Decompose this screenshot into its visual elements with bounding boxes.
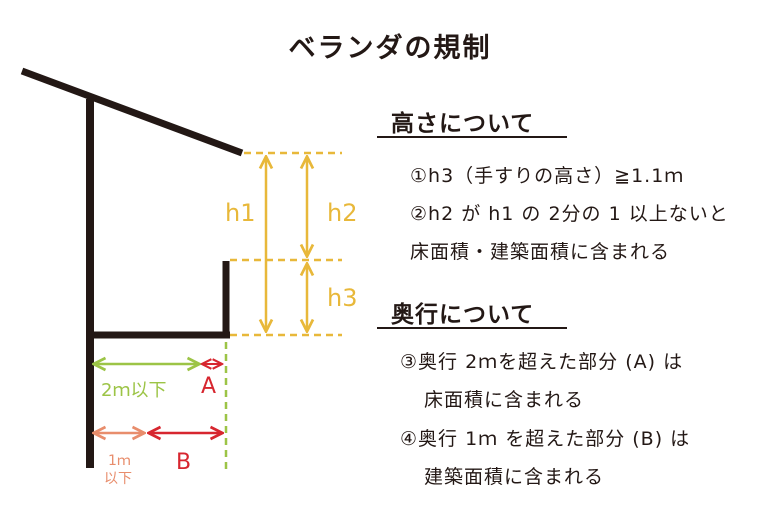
h2-label: h2 [327,199,358,227]
depth-rule-3-cont: 床面積に含まれる [424,389,585,411]
depth-heading-underline [377,327,567,329]
building-structure [20,67,244,468]
height-rule-1: ①h3（手すりの高さ）≧1.1ｍ [410,165,685,187]
depth-1m-label-line1: 1ｍ [108,453,131,469]
h1-label: h1 [225,199,256,227]
height-section-heading: 高さについて [391,111,535,137]
height-heading-underline [377,136,567,138]
depth-b-label: B [176,450,192,475]
depth-1m-label-line2: 以下 [104,471,132,487]
depth-rule-4: ④奥行 1ｍ を超えた部分 (B) は [400,428,691,450]
depth-section-heading: 奥行について [391,302,535,328]
height-guides [230,151,342,337]
depth-guides [95,342,228,470]
page-title: ベランダの規制 [288,33,492,64]
h3-label: h3 [327,284,358,312]
height-rule-2: ②h2 が h1 の 2分の 1 以上ないと [410,203,729,225]
height-rule-2-cont: 床面積・建築面積に含まれる [410,241,671,263]
depth-rule-4-cont: 建築面積に含まれる [424,466,605,488]
depth-rule-3: ③奥行 2ｍを超えた部分 (A) は [400,351,684,373]
depth-a-label: A [201,374,217,399]
roof-line [20,67,244,157]
depth-2m-label: 2ｍ以下 [101,380,167,401]
